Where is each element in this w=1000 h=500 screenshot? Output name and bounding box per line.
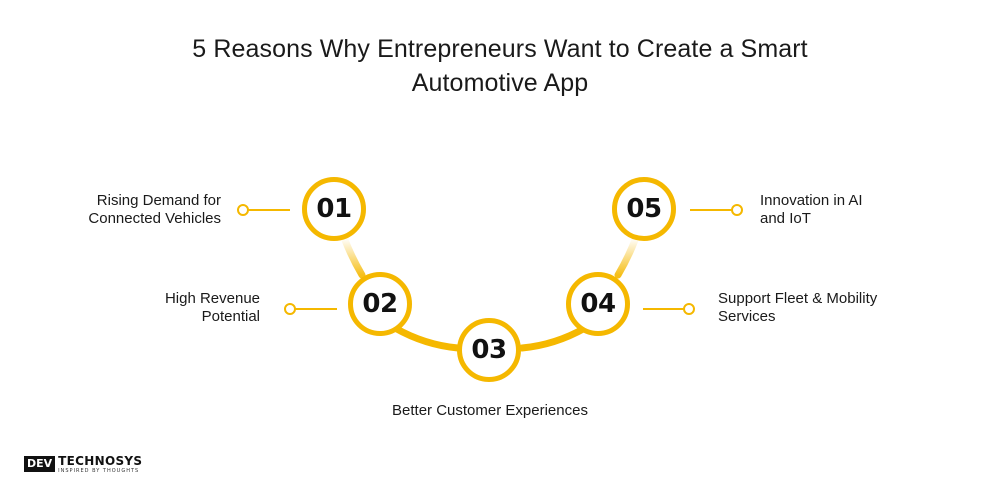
step-label-02-line-2: Potential	[201, 308, 260, 325]
step-number-03: 03	[457, 318, 521, 382]
step-label-04-line-1: Support Fleet & Mobility	[718, 290, 878, 307]
step-number-02: 02	[348, 272, 412, 336]
step-label-01: Rising Demand for Connected Vehicles	[40, 192, 221, 228]
step-number-04: 04	[566, 272, 630, 336]
step-label-03: Better Customer Experiences	[300, 402, 680, 420]
logo-tagline: INSPIRED BY THOUGHTS	[58, 468, 140, 474]
leader-dot-01	[237, 204, 249, 216]
leader-dot-02	[284, 303, 296, 315]
step-label-02: High Revenue Potential	[100, 290, 260, 326]
connector-04-05	[614, 236, 639, 279]
logo-wordmark: TECHNOSYS	[58, 454, 143, 468]
title-line-2: Automotive App	[411, 69, 589, 97]
connector-01-02	[341, 236, 366, 279]
step-number-01: 01	[302, 177, 366, 241]
step-label-05-line-1: Innovation in AI	[760, 192, 863, 209]
logo-text: TECHNOSYS INSPIRED BY THOUGHTS	[58, 455, 142, 475]
connector-02-03	[391, 324, 462, 352]
step-label-04-line-2: Services	[718, 308, 776, 325]
step-label-01-line-1: Rising Demand for	[96, 192, 221, 209]
step-label-01-line-2: Connected Vehicles	[88, 210, 221, 227]
leader-dot-04	[683, 303, 695, 315]
step-label-05-line-2: and IoT	[760, 210, 811, 227]
brand-logo: DEV TECHNOSYS INSPIRED BY THOUGHTS	[24, 455, 142, 477]
title-line-1: 5 Reasons Why Entrepreneurs Want to Crea…	[192, 35, 808, 63]
step-label-05: Innovation in AI and IoT	[760, 192, 960, 228]
logo-badge: DEV	[24, 456, 56, 472]
connector-03-04	[518, 324, 589, 352]
step-label-04: Support Fleet & Mobility Services	[718, 290, 958, 326]
page-title: 5 Reasons Why Entrepreneurs Want to Crea…	[0, 32, 1000, 100]
step-label-02-line-1: High Revenue	[164, 290, 260, 307]
step-label-03-line-1: Better Customer Experiences	[392, 402, 588, 419]
leader-dot-05	[731, 204, 743, 216]
step-number-05: 05	[612, 177, 676, 241]
